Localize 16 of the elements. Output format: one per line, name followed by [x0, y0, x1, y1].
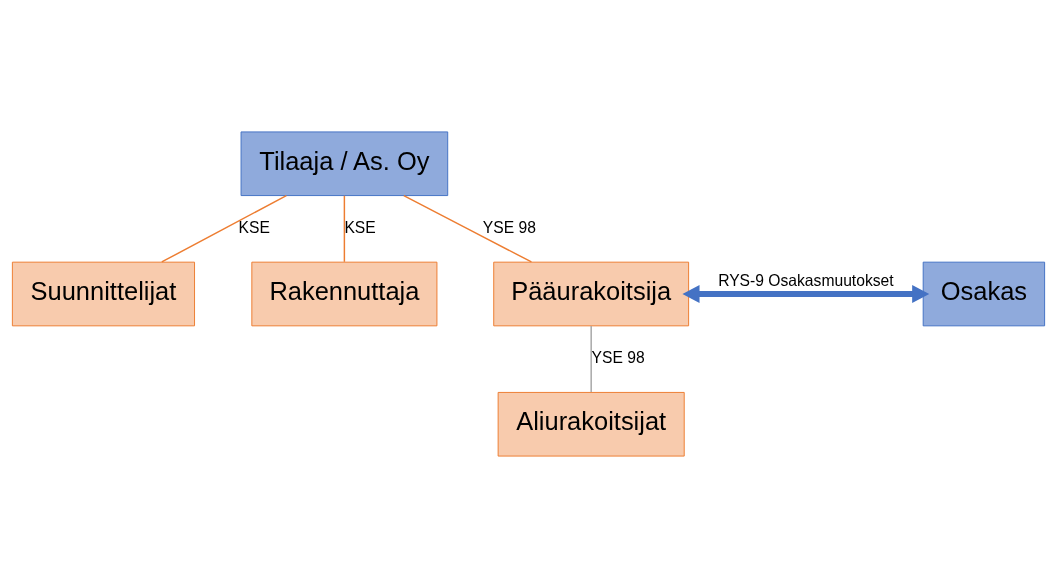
node-box: Suunnittelijat: [11, 261, 196, 326]
node-box: Tilaaja / As. Oy: [240, 130, 449, 196]
edge-label: KSE: [344, 218, 376, 236]
arrow: [682, 284, 930, 303]
edge-label: YSE 98: [482, 218, 536, 236]
node-box: Pääurakoitsija: [493, 261, 690, 326]
edge-label: RYS-9 Osakasmuutokset: [718, 271, 894, 289]
node-box: Osakas: [922, 261, 1046, 326]
connector: [161, 194, 288, 263]
connector: [343, 194, 346, 263]
node-box: Rakennuttaja: [251, 261, 438, 326]
node-box: Aliurakoitsijat: [497, 391, 685, 457]
connector: [590, 324, 592, 393]
edge-label: KSE: [238, 218, 270, 236]
connector: [403, 194, 533, 263]
edge-label: YSE 98: [591, 348, 645, 366]
